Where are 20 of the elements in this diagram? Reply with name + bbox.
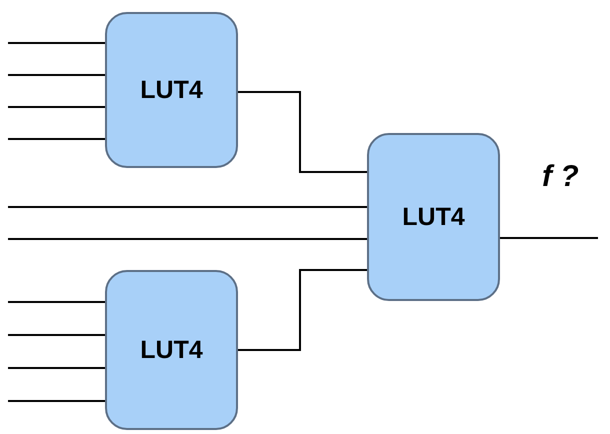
connector-line: [8, 106, 105, 108]
lut-label: LUT4: [402, 202, 465, 232]
lut-box: [105, 12, 238, 168]
edge-label: f ?: [542, 160, 579, 194]
connector-line: [8, 206, 367, 208]
connector-line: [8, 238, 367, 240]
lut-label: LUT4: [140, 76, 203, 104]
connector-line: [8, 74, 105, 76]
connector-line: [8, 367, 105, 369]
lut-box: [105, 270, 238, 430]
connector-line: [8, 301, 105, 303]
connector-line: [238, 269, 367, 351]
connector-line: [8, 138, 105, 140]
lut-label: LUT4: [140, 336, 203, 364]
connector-line: [8, 400, 105, 402]
connector-line: [8, 334, 105, 336]
lut-box: [367, 133, 500, 301]
connector-line: [8, 42, 105, 44]
connector-line: [500, 237, 598, 239]
connector-line: [238, 91, 367, 173]
